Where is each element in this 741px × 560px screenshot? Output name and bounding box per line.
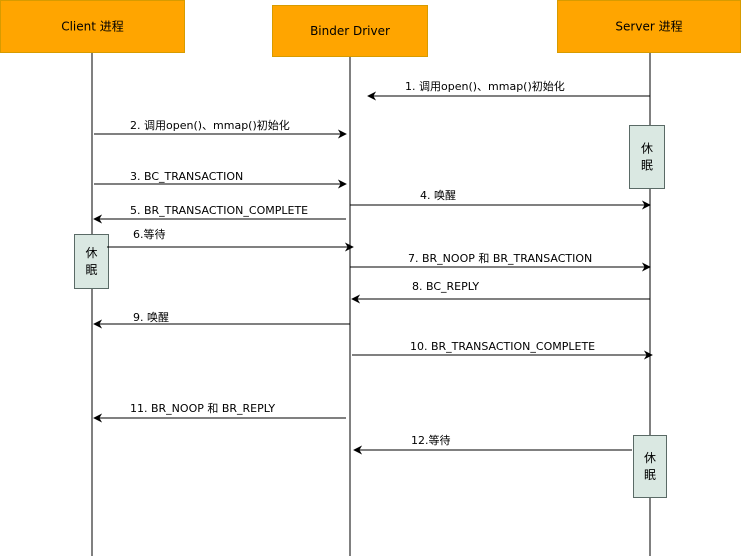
message-label: 6.等待 — [133, 227, 166, 241]
participant-box — [557, 0, 741, 53]
participant-label: Client 进程 — [61, 19, 124, 34]
message-label: 7. BR_NOOP 和 BR_TRANSACTION — [408, 252, 592, 265]
message-11: 11. BR_NOOP 和 BR_REPLY — [93, 402, 346, 423]
sleep-box-server: 休眠 — [633, 435, 667, 498]
message-label: 5. BR_TRANSACTION_COMPLETE — [130, 204, 308, 217]
message-label: 1. 调用open()、mmap()初始化 — [405, 79, 565, 93]
sleep-label-line2: 眠 — [641, 159, 653, 173]
message-2: 2. 调用open()、mmap()初始化 — [94, 118, 347, 139]
sleep-label-line1: 休 — [644, 451, 656, 465]
participant-server: Server 进程 — [557, 0, 741, 53]
sleep-box-server: 休眠 — [629, 125, 665, 189]
sleep-label-line1: 休 — [641, 142, 653, 156]
message-12: 12.等待 — [353, 433, 632, 455]
participant-box — [272, 5, 428, 57]
message-7: 7. BR_NOOP 和 BR_TRANSACTION — [350, 252, 651, 272]
message-label: 2. 调用open()、mmap()初始化 — [130, 118, 290, 132]
participant-label: Binder Driver — [310, 24, 390, 38]
message-label: 9. 唤醒 — [133, 310, 169, 324]
sleep-label-line2: 眠 — [85, 263, 97, 277]
sleep-box-rect — [74, 234, 109, 289]
message-label: 8. BC_REPLY — [412, 280, 479, 293]
message-label: 11. BR_NOOP 和 BR_REPLY — [130, 402, 275, 415]
participant-binder: Binder Driver — [272, 5, 428, 57]
message-10: 10. BR_TRANSACTION_COMPLETE — [352, 340, 653, 360]
sleep-box-rect — [633, 435, 667, 498]
participant-client: Client 进程 — [0, 0, 185, 53]
message-5: 5. BR_TRANSACTION_COMPLETE — [93, 204, 346, 224]
sleep-box-client: 休眠 — [74, 234, 109, 289]
message-9: 9. 唤醒 — [93, 310, 350, 329]
message-6: 6.等待 — [107, 227, 354, 252]
participant-label: Server 进程 — [615, 19, 682, 34]
message-1: 1. 调用open()、mmap()初始化 — [367, 79, 650, 101]
message-label: 4. 唤醒 — [420, 188, 456, 202]
sleep-label-line1: 休 — [85, 246, 97, 260]
sleep-label-line2: 眠 — [644, 468, 656, 482]
participant-box — [0, 0, 185, 53]
message-4: 4. 唤醒 — [350, 188, 651, 210]
message-label: 3. BC_TRANSACTION — [130, 170, 243, 183]
message-3: 3. BC_TRANSACTION — [94, 170, 347, 189]
sleep-box-rect — [629, 125, 665, 189]
message-label: 10. BR_TRANSACTION_COMPLETE — [410, 340, 595, 353]
message-label: 12.等待 — [411, 433, 451, 447]
message-8: 8. BC_REPLY — [351, 280, 650, 304]
